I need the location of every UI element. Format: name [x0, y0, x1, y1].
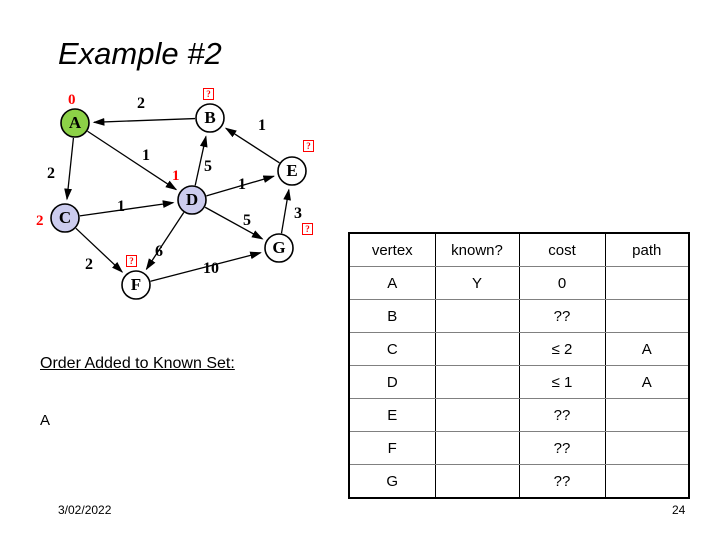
- column-header-2: cost: [518, 233, 606, 267]
- graph-edge-C-D: [79, 200, 175, 217]
- cell-path-C: A: [604, 332, 689, 366]
- graph-edge-A-D: [87, 130, 178, 191]
- node-unknown-marker-E: ?: [303, 140, 314, 152]
- node-unknown-marker-F: ?: [126, 255, 137, 267]
- cell-cost-G: ??: [518, 464, 606, 498]
- table-row: E??: [349, 398, 689, 432]
- cell-vertex-C: C: [349, 332, 436, 366]
- edge-weight-A-C: 2: [47, 165, 55, 182]
- cell-vertex-A: A: [349, 266, 436, 300]
- edge-weight-E-B: 1: [258, 117, 266, 134]
- graph-node-C: [50, 203, 80, 233]
- edge-weight-D-B: 5: [204, 158, 212, 175]
- edge-weight-D-F: 6: [155, 243, 163, 260]
- graph-edge-C-F: [75, 227, 124, 273]
- cell-cost-B: ??: [518, 299, 606, 333]
- column-header-1: known?: [434, 233, 520, 267]
- known-set-heading: Order Added to Known Set:: [40, 355, 235, 372]
- edge-weight-D-E: 1: [238, 176, 246, 193]
- graph-edge-D-F: [145, 212, 185, 271]
- graph-edge-A-C: [64, 137, 75, 201]
- cell-vertex-E: E: [349, 398, 436, 432]
- node-unknown-marker-B: ?: [203, 88, 214, 100]
- node-distance-C: 2: [36, 213, 44, 229]
- cell-path-E: [604, 398, 689, 432]
- edge-weight-A-D: 1: [142, 147, 150, 164]
- column-header-0: vertex: [349, 233, 436, 267]
- cell-path-F: [604, 431, 689, 465]
- cell-known-E: [434, 398, 520, 432]
- cell-known-B: [434, 299, 520, 333]
- graph-node-G: [264, 233, 294, 263]
- cell-vertex-G: G: [349, 464, 436, 498]
- edge-weight-F-G: 10: [203, 260, 219, 277]
- graph-edge-G-E: [280, 188, 291, 234]
- cell-cost-A: 0: [518, 266, 606, 300]
- cell-vertex-B: B: [349, 299, 436, 333]
- graph-node-D: [177, 185, 207, 215]
- cell-cost-F: ??: [518, 431, 606, 465]
- edge-weight-G-E: 3: [294, 205, 302, 222]
- graph-edge-E-B: [224, 127, 280, 164]
- cell-known-A: Y: [434, 266, 520, 300]
- cell-path-B: [604, 299, 689, 333]
- cell-vertex-F: F: [349, 431, 436, 465]
- cell-cost-E: ??: [518, 398, 606, 432]
- cell-path-G: [604, 464, 689, 498]
- edge-weight-B-A: 2: [137, 95, 145, 112]
- table-row: G??: [349, 464, 689, 498]
- cell-cost-C: ≤ 2: [518, 332, 606, 366]
- graph-edge-D-B: [194, 135, 208, 186]
- graph-node-F: [121, 270, 151, 300]
- cell-path-A: [604, 266, 689, 300]
- node-distance-D: 1: [172, 168, 180, 184]
- edge-weight-C-F: 2: [85, 256, 93, 273]
- cell-known-D: [434, 365, 520, 399]
- cell-path-D: A: [604, 365, 689, 399]
- graph-edge-D-E: [206, 175, 276, 197]
- cell-known-C: [434, 332, 520, 366]
- cell-known-F: [434, 431, 520, 465]
- footer-page-number: 24: [672, 503, 686, 517]
- cell-vertex-D: D: [349, 365, 436, 399]
- node-distance-A: 0: [68, 92, 76, 108]
- footer-date: 3/02/2022: [58, 503, 112, 517]
- cell-known-G: [434, 464, 520, 498]
- graph-edges-layer: [50, 103, 307, 300]
- graph-node-E: [277, 156, 307, 186]
- page-title: Example #2: [58, 36, 222, 71]
- graph-edge-B-A: [92, 117, 196, 126]
- column-header-3: path: [604, 233, 689, 267]
- table-row: F??: [349, 431, 689, 465]
- graph-edge-D-G: [204, 206, 264, 240]
- edge-weight-D-G: 5: [243, 212, 251, 229]
- graph-node-A: [60, 108, 90, 138]
- table-row: B??: [349, 299, 689, 333]
- graph-edge-F-G: [150, 251, 262, 282]
- known-set-order: A: [40, 412, 51, 429]
- node-unknown-marker-G: ?: [302, 223, 313, 235]
- edge-weight-C-D: 1: [117, 198, 125, 215]
- graph-node-B: [195, 103, 225, 133]
- cell-cost-D: ≤ 1: [518, 365, 606, 399]
